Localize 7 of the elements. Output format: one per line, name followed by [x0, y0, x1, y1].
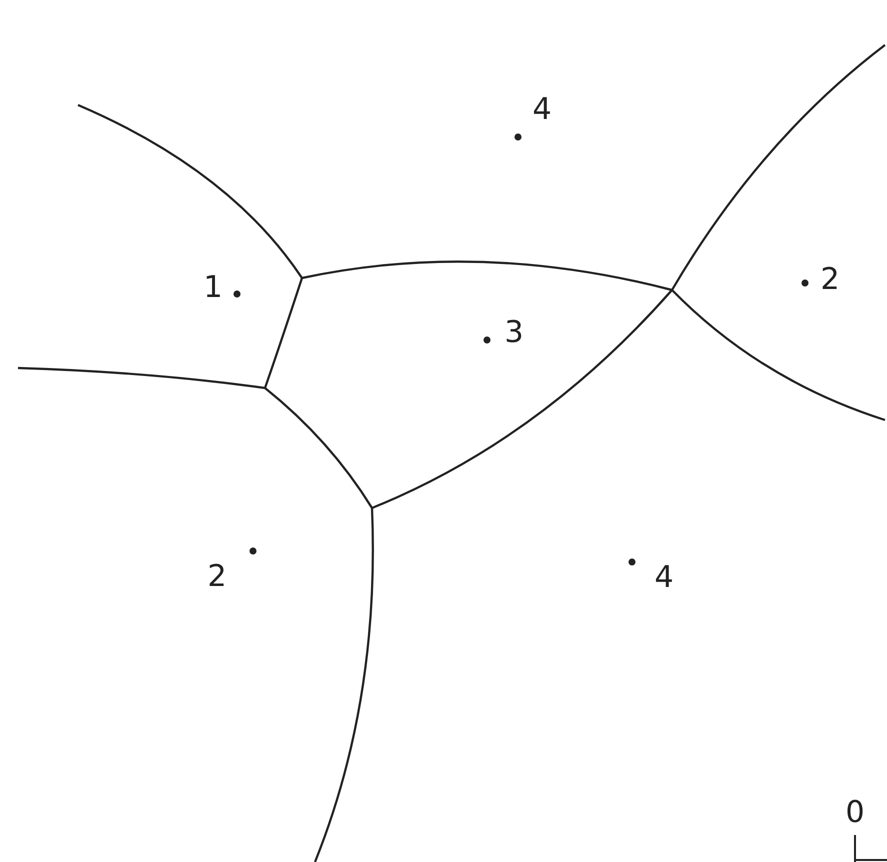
point-label: 4: [532, 95, 552, 125]
point-label: 2: [820, 265, 840, 295]
point-label: 4: [654, 563, 674, 593]
scale-label: 0: [845, 798, 865, 828]
point-label: 2: [207, 562, 227, 592]
point-label: 1: [203, 273, 223, 303]
point-label: 3: [504, 318, 524, 348]
